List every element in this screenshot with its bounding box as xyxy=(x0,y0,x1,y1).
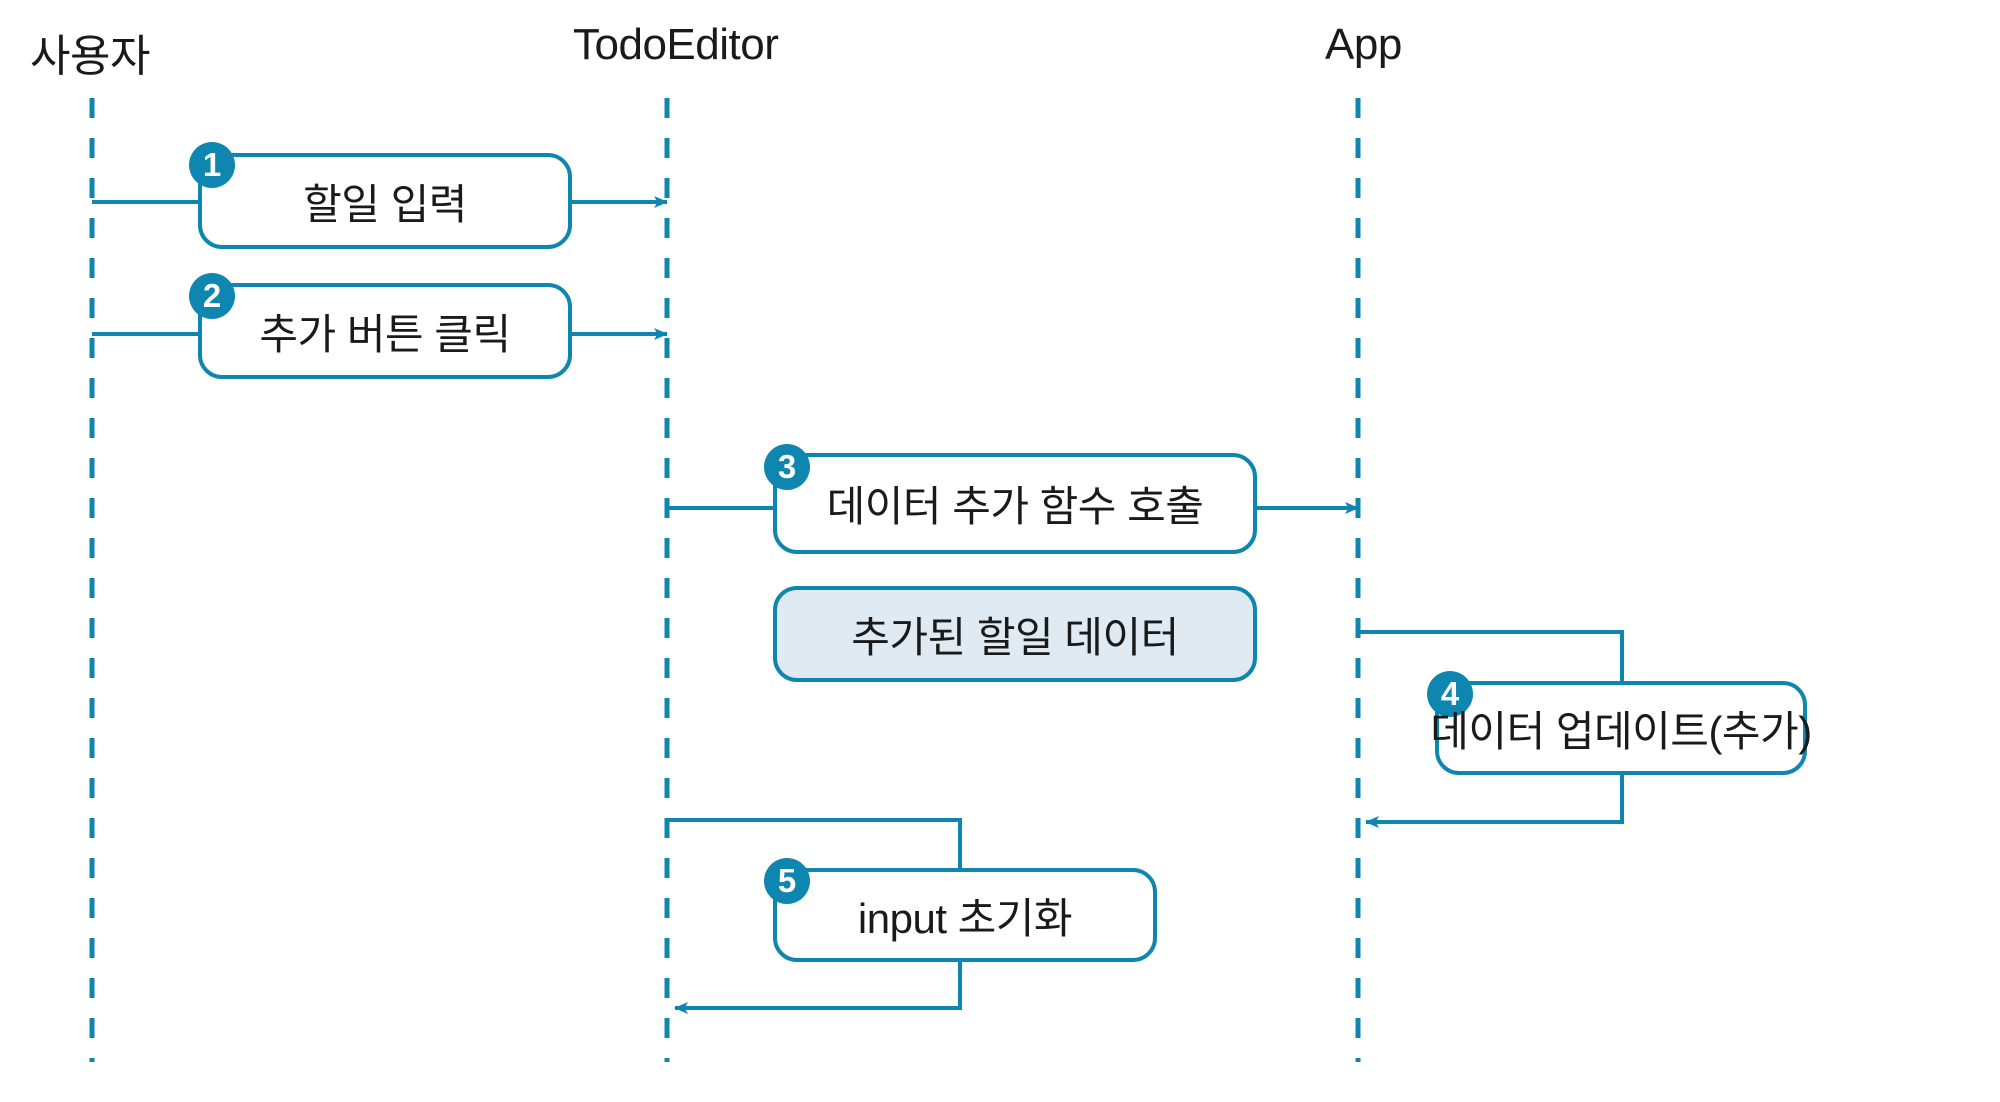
message-badge-circle-3 xyxy=(764,444,810,490)
message-badge-circle-1 xyxy=(189,142,235,188)
message-badge-circle-2 xyxy=(189,273,235,319)
message-box-3 xyxy=(773,453,1257,554)
message-box-5 xyxy=(773,868,1157,962)
notes-group xyxy=(773,586,1257,682)
message-box-4 xyxy=(1435,681,1807,775)
note-added-todo-data xyxy=(773,586,1257,682)
message-box-2 xyxy=(198,283,572,379)
messages-group xyxy=(92,142,1807,1014)
lifelines-group xyxy=(89,98,1361,1062)
message-badge-circle-4 xyxy=(1427,671,1473,717)
message-box-1 xyxy=(198,153,572,249)
message-badge-circle-5 xyxy=(764,858,810,904)
